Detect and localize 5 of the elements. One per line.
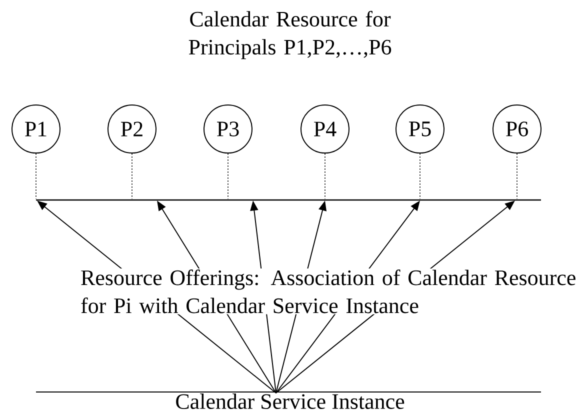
dotted-connector [324, 153, 326, 200]
title: Calendar Resource for Principals P1,P2,…,P6 [188, 10, 392, 60]
annotation-text: Resource Offerings: Association of Calendar Resource for Pi with Calendar Service Instance [81, 270, 576, 314]
service-label: Calendar Service Instance [176, 394, 404, 409]
dotted-connector [516, 153, 518, 200]
